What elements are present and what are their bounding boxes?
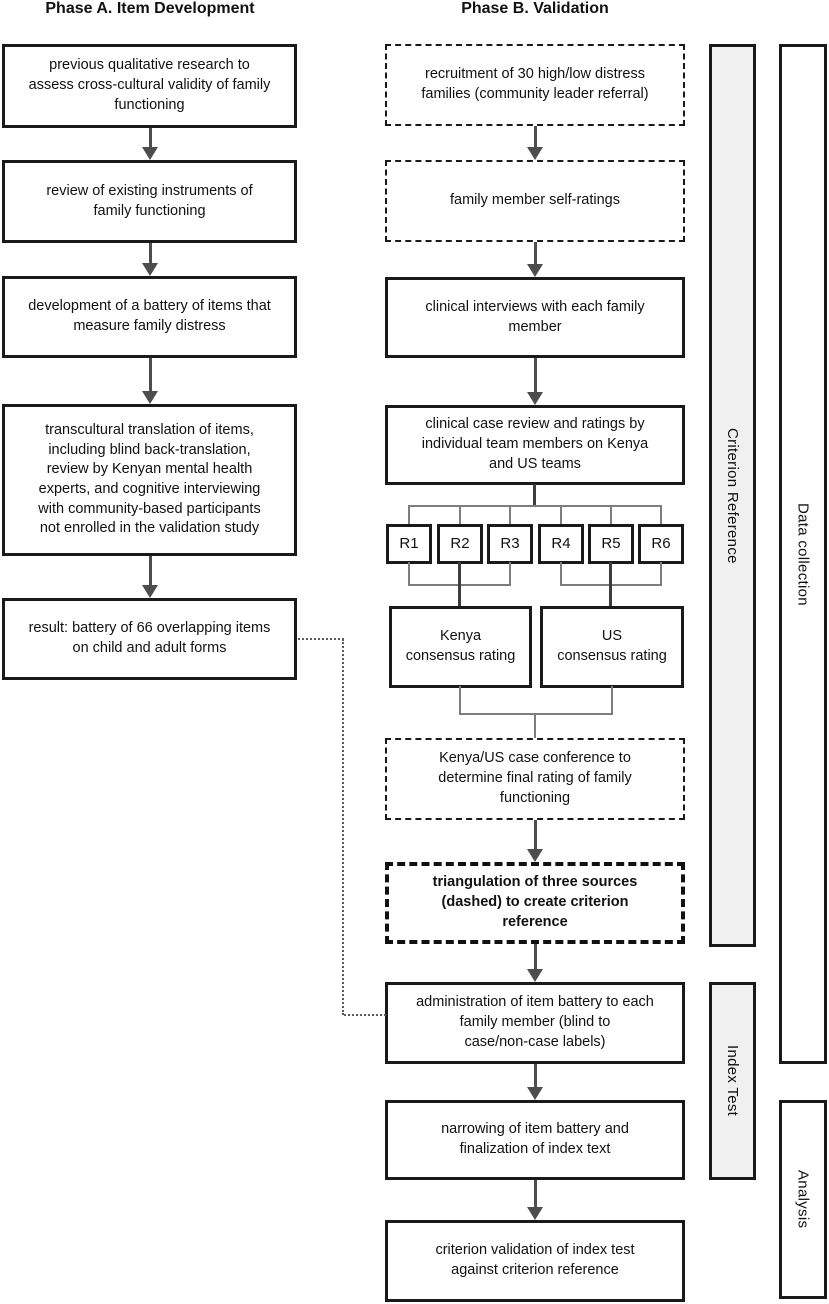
box-rater-r5: R5: [588, 524, 634, 564]
box-administration: administration of item battery to each f…: [385, 982, 685, 1064]
connector-line: [408, 506, 410, 524]
dotted-connector: [344, 1014, 386, 1016]
box-criterion-validation: criterion validation of index test again…: [385, 1220, 685, 1302]
connector-line: [611, 686, 613, 714]
box-result-66-items: result: battery of 66 overlapping items …: [2, 598, 297, 680]
box-narrowing: narrowing of item battery and finalizati…: [385, 1100, 685, 1180]
connector-line: [533, 484, 536, 506]
connector-line: [660, 506, 662, 524]
flow-arrow: [527, 944, 543, 982]
flow-arrow: [142, 128, 158, 160]
flow-arrow: [527, 358, 543, 405]
box-previous-qualitative-research: previous qualitative research to assess …: [2, 44, 297, 128]
dotted-connector: [298, 638, 344, 640]
box-rater-r3: R3: [487, 524, 533, 564]
box-rater-r1: R1: [386, 524, 432, 564]
arrowhead-icon: [527, 969, 543, 982]
flow-arrow: [527, 242, 543, 277]
sidebar-index-test: Index Test: [709, 982, 756, 1180]
connector-line: [459, 686, 461, 714]
box-clinical-interviews: clinical interviews with each family mem…: [385, 277, 685, 358]
phase-a-title: Phase A. Item Development: [45, 0, 255, 17]
box-transcultural-translation: transcultural translation of items, incl…: [2, 404, 297, 556]
flow-arrow: [142, 556, 158, 598]
box-rater-r4: R4: [538, 524, 584, 564]
flow-arrow: [527, 1180, 543, 1220]
box-triangulation: triangulation of three sources (dashed) …: [385, 862, 685, 944]
box-self-ratings: family member self-ratings: [385, 160, 685, 242]
connector-line: [560, 562, 562, 586]
flow-arrow: [142, 358, 158, 404]
box-clinical-case-review: clinical case review and ratings by indi…: [385, 405, 685, 485]
arrowhead-icon: [142, 263, 158, 276]
connector-line: [609, 562, 612, 606]
arrowhead-icon: [527, 1207, 543, 1220]
box-rater-r2: R2: [437, 524, 483, 564]
arrowhead-icon: [142, 391, 158, 404]
box-review-existing-instruments: review of existing instruments of family…: [2, 160, 297, 243]
box-kenya-consensus: Kenya consensus rating: [389, 606, 532, 688]
connector-line: [408, 562, 410, 586]
flow-arrow: [527, 126, 543, 160]
connector-line: [560, 506, 562, 524]
arrowhead-icon: [527, 1087, 543, 1100]
box-recruitment: recruitment of 30 high/low distress fami…: [385, 44, 685, 126]
arrowhead-icon: [142, 585, 158, 598]
arrowhead-icon: [142, 147, 158, 160]
connector-line: [509, 562, 511, 586]
connector-line: [660, 562, 662, 586]
box-us-consensus: US consensus rating: [540, 606, 684, 688]
box-development-item-battery: development of a battery of items that m…: [2, 276, 297, 358]
flow-arrow: [527, 1064, 543, 1100]
flow-arrow: [527, 820, 543, 862]
box-case-conference: Kenya/US case conference to determine fi…: [385, 738, 685, 820]
dotted-connector: [342, 639, 344, 1015]
box-rater-r6: R6: [638, 524, 684, 564]
connector-line: [534, 714, 536, 738]
phase-b-title: Phase B. Validation: [461, 0, 609, 17]
connector-line: [509, 506, 511, 524]
connector-line: [459, 713, 613, 715]
sidebar-criterion-reference: Criterion Reference: [709, 44, 756, 947]
connector-line: [610, 506, 612, 524]
arrowhead-icon: [527, 849, 543, 862]
arrowhead-icon: [527, 392, 543, 405]
flow-arrow: [142, 243, 158, 276]
sidebar-data-collection: Data collection: [779, 44, 827, 1064]
arrowhead-icon: [527, 264, 543, 277]
connector-line: [408, 505, 662, 507]
arrowhead-icon: [527, 147, 543, 160]
connector-line: [459, 506, 461, 524]
connector-line: [458, 562, 461, 606]
sidebar-analysis: Analysis: [779, 1100, 827, 1299]
